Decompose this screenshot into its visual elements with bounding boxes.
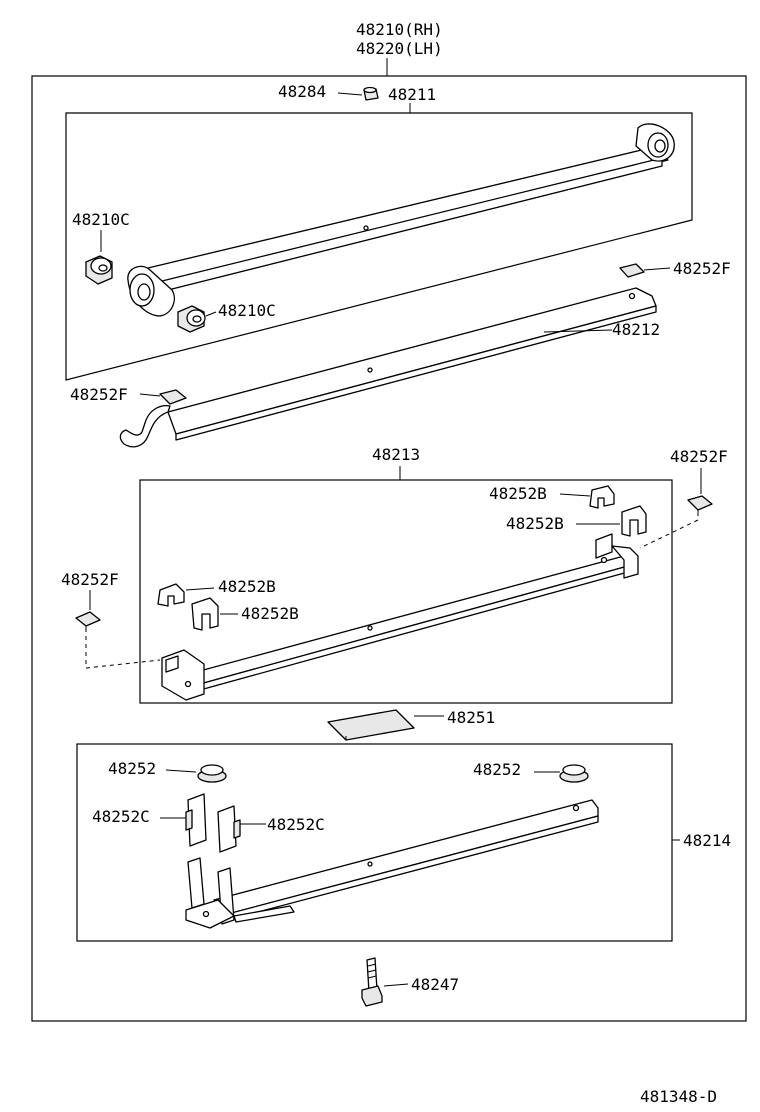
leader-48252b-top1 <box>559 493 591 497</box>
label-48252-left: 48252 <box>108 759 156 778</box>
third-leaf-frame <box>139 479 673 704</box>
leader-48212 <box>543 329 613 333</box>
leader-48252-left <box>165 769 197 773</box>
label-48212: 48212 <box>612 320 660 339</box>
leaf-48214 <box>185 799 599 929</box>
leader-48252f-upper-right <box>643 267 671 271</box>
leaf-48212 <box>119 287 657 448</box>
clip-48252b-left2 <box>191 597 219 631</box>
liner-48251 <box>327 709 415 741</box>
pad-48252f-left <box>159 389 187 405</box>
label-48252b-top2: 48252B <box>506 514 564 533</box>
leader-48252f-left <box>139 393 161 397</box>
leader-48252b-left1 <box>185 587 215 591</box>
leader-48247 <box>383 983 409 987</box>
leader-48210c-lower <box>205 311 217 317</box>
clip-48252c-right <box>217 805 241 853</box>
label-48252f-left: 48252F <box>70 385 128 404</box>
pad-48252f-left2 <box>75 611 101 632</box>
pad-48252f-upper-right <box>619 263 645 278</box>
label-48252-right: 48252 <box>473 760 521 779</box>
label-48284: 48284 <box>278 82 326 101</box>
label-48252f-left2: 48252F <box>61 570 119 589</box>
assembly-label-rh: 48210(RH) <box>356 20 443 39</box>
label-48252c-right: 48252C <box>267 815 325 834</box>
label-48252f-right: 48252F <box>670 447 728 466</box>
pad-48252-right <box>559 764 589 783</box>
assembly-label-lh: 48220(LH) <box>356 39 443 58</box>
leader-48284 <box>337 92 363 96</box>
dashed-line-right <box>639 519 699 549</box>
bushing-48210c-upper <box>85 255 113 285</box>
outer-frame <box>31 75 747 1022</box>
clip-48252b-left1 <box>157 583 185 607</box>
dashed-line-left <box>85 636 161 669</box>
label-48252b-top1: 48252B <box>489 484 547 503</box>
leaf-48213 <box>161 533 639 701</box>
main-leaf-frame <box>65 112 693 381</box>
clip-48252c-left <box>185 793 207 847</box>
label-48247: 48247 <box>411 975 459 994</box>
label-48252b-left2: 48252B <box>241 604 299 623</box>
clip-48252b-top2 <box>621 505 647 537</box>
main-leaf-48211 <box>127 123 675 317</box>
label-48213: 48213 <box>372 445 420 464</box>
label-48252c-left: 48252C <box>92 807 150 826</box>
label-48252b-left1: 48252B <box>218 577 276 596</box>
label-48251: 48251 <box>447 708 495 727</box>
label-48214: 48214 <box>683 831 731 850</box>
pad-48252f-right <box>687 495 713 516</box>
label-48211: 48211 <box>388 85 436 104</box>
figure-code: 481348-D <box>640 1087 717 1106</box>
label-48252f-upper-right: 48252F <box>673 259 731 278</box>
pad-48252-left <box>197 764 227 783</box>
label-48210c-upper: 48210C <box>72 210 130 229</box>
clip-48252b-top1 <box>589 485 615 509</box>
label-48210c-lower: 48210C <box>218 301 276 320</box>
bushing-48284 <box>363 86 379 101</box>
center-bolt-48247 <box>361 957 383 1007</box>
bottom-leaf-frame <box>76 743 673 942</box>
bushing-48210c-lower <box>177 305 206 333</box>
